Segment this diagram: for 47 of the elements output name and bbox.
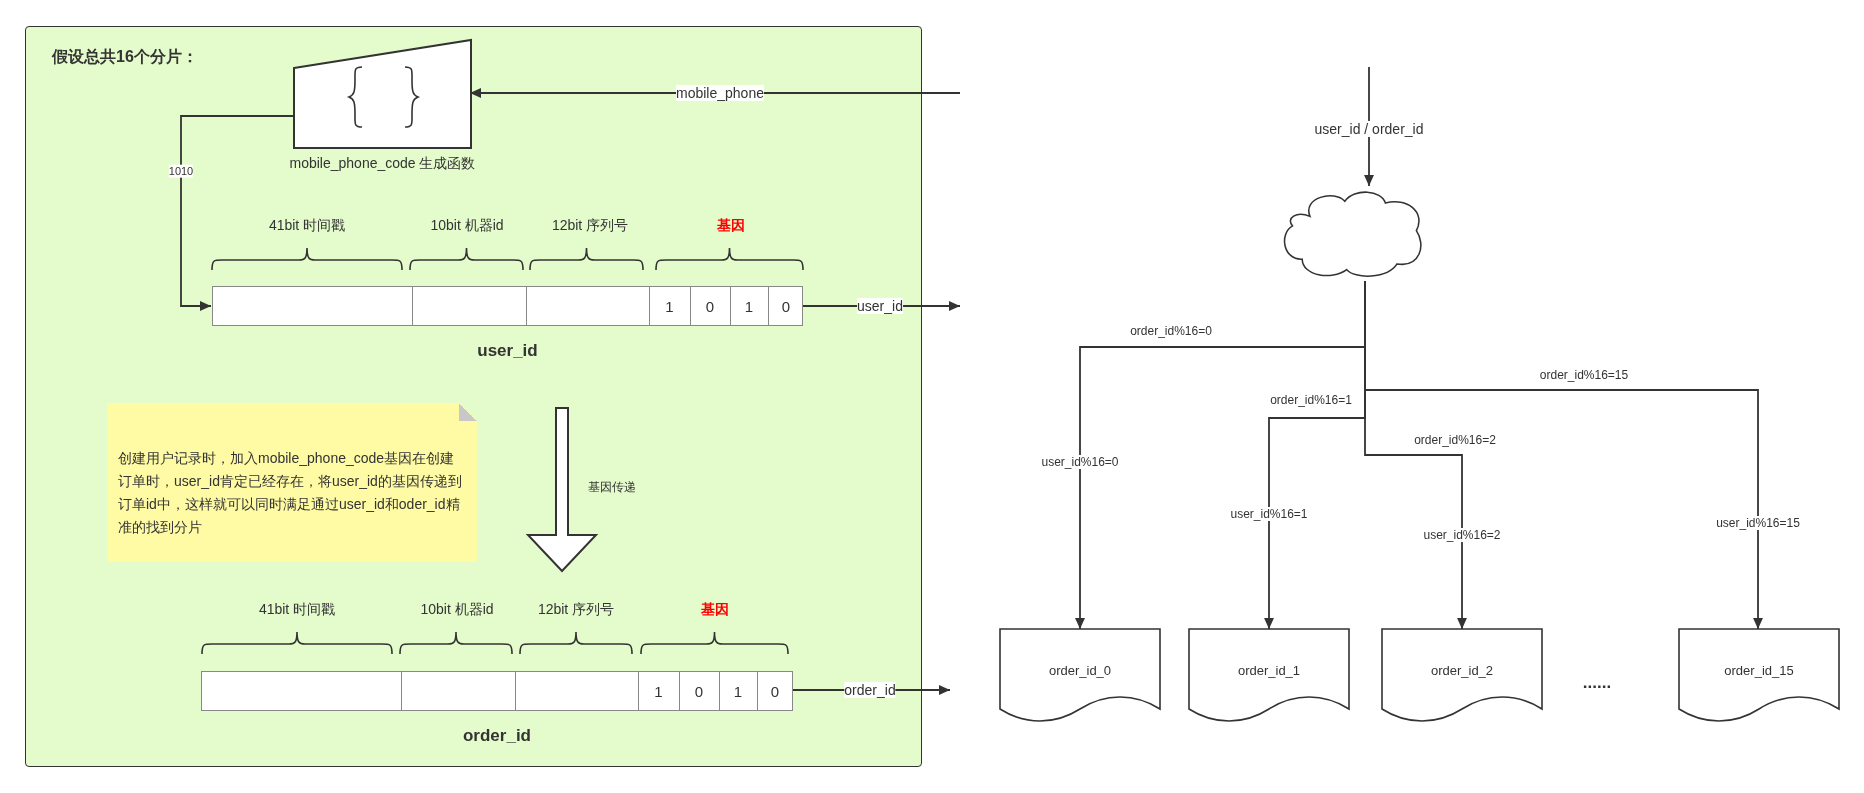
document-label: order_id_0 bbox=[1047, 663, 1113, 678]
bit-value: 0 bbox=[780, 296, 792, 317]
edge-label: order_id%16=1 bbox=[1270, 394, 1352, 408]
document-label: order_id_1 bbox=[1236, 663, 1302, 678]
arrow bbox=[469, 88, 961, 98]
field-name: order_id bbox=[462, 726, 532, 746]
bit-value: 1 bbox=[664, 296, 675, 317]
edge-label: order_id%16=2 bbox=[1414, 434, 1496, 448]
edge-label: mobile_phone bbox=[676, 84, 764, 102]
field-segment-label: 10bit 机器id bbox=[420, 601, 494, 619]
field-segment-label: 基因 bbox=[717, 217, 745, 235]
bit-value: 0 bbox=[704, 296, 716, 317]
route-label: user_id%16=15 bbox=[1716, 516, 1800, 530]
arrow bbox=[1364, 280, 1763, 630]
bit-value: 0 bbox=[693, 681, 705, 702]
edge-label: order_id%16=0 bbox=[1130, 325, 1212, 339]
bit-value: 1 bbox=[743, 296, 755, 317]
document-label: order_id_15 bbox=[1723, 663, 1795, 678]
field-segment-label: 41bit 时间戳 bbox=[258, 601, 336, 619]
note-text: 创建用户记录时，加入mobile_phone_code基因在创建订单时，user_id肯定已经存在，将user_id的基因传递到订单id中，这样就可以同时满足通过user_id和oder_id精准的找到分片 bbox=[118, 449, 463, 537]
field-segment-label: 10bit 机器id bbox=[430, 217, 504, 235]
edge-label: 1010 bbox=[168, 164, 194, 178]
field-segment-label: 41bit 时间戳 bbox=[268, 217, 346, 235]
field-name: user_id bbox=[476, 341, 539, 361]
arrow bbox=[180, 115, 294, 311]
panel-title: 假设总共16个分片： bbox=[52, 47, 198, 67]
edge-label: user_id / order_id bbox=[1314, 120, 1424, 138]
edge-label: 基因传递 bbox=[588, 481, 636, 495]
field-segment-label: 12bit 序列号 bbox=[537, 601, 615, 619]
field-segment-label: 12bit 序列号 bbox=[551, 217, 629, 235]
route-label: user_id%16=0 bbox=[1041, 455, 1119, 469]
bit-value: 0 bbox=[769, 681, 781, 702]
field-segment-label: 基因 bbox=[701, 601, 729, 619]
document-label: order_id_2 bbox=[1429, 663, 1495, 678]
bit-value: 1 bbox=[732, 681, 744, 702]
shape-caption: mobile_phone_code 生成函数 bbox=[288, 154, 477, 172]
route-label: user_id%16=1 bbox=[1230, 507, 1308, 521]
container-panel bbox=[25, 26, 922, 767]
arrow bbox=[1364, 66, 1374, 187]
route-label: user_id%16=2 bbox=[1423, 528, 1501, 542]
bit-value: 1 bbox=[653, 681, 664, 702]
edge-label: order_id bbox=[844, 681, 896, 699]
edge-label: order_id%16=15 bbox=[1539, 369, 1629, 383]
sticky-note bbox=[107, 403, 477, 562]
block-arrow bbox=[525, 407, 599, 573]
ellipsis: ...... bbox=[1582, 673, 1612, 693]
edge-label: user_id bbox=[857, 297, 903, 315]
